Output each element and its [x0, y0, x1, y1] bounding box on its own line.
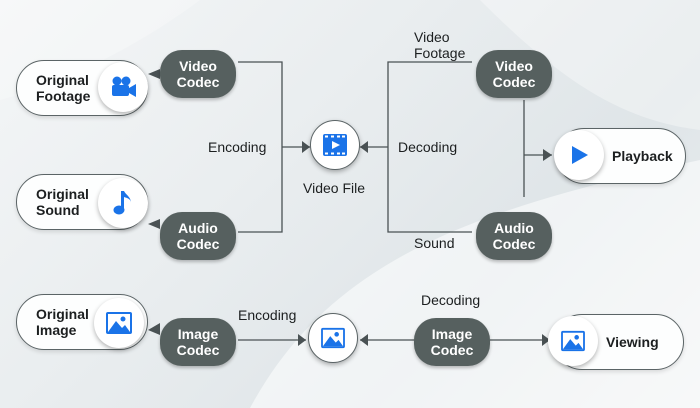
- connector-arrows: [148, 69, 552, 346]
- music-note-icon: [113, 191, 131, 215]
- video-camera-icon: [112, 76, 136, 97]
- encoding-bottom-label: Encoding: [238, 307, 297, 323]
- image-icon-badge: [94, 298, 144, 348]
- decoding-bottom-label: Decoding: [421, 292, 481, 308]
- image-icon: [106, 312, 132, 334]
- image-codec-left: Image Codec: [160, 318, 236, 366]
- image-icon-middle-badge: [308, 313, 358, 363]
- video-footage-label: Video Footage: [414, 29, 466, 61]
- viewing-label: Viewing: [606, 334, 659, 350]
- decoding-top-label: Decoding: [398, 139, 458, 155]
- image-icon-viewing-badge: [548, 316, 598, 366]
- original-sound-label: Original Sound: [36, 186, 89, 218]
- image-icon: [321, 327, 345, 349]
- original-image-label: Original Image: [36, 306, 89, 338]
- audio-codec-left: Audio Codec: [160, 212, 236, 260]
- video-file-icon: [323, 134, 347, 156]
- video-codec-left: Video Codec: [160, 50, 236, 98]
- video-codec-right: Video Codec: [476, 50, 552, 98]
- encoding-top-label: Encoding: [208, 139, 267, 155]
- video-camera-icon-badge: [98, 62, 148, 112]
- video-file-icon-badge: [310, 120, 360, 170]
- audio-codec-right: Audio Codec: [476, 212, 552, 260]
- image-icon: [561, 330, 585, 352]
- sound-label: Sound: [414, 235, 455, 251]
- play-icon-badge: [554, 130, 604, 180]
- music-note-icon-badge: [98, 178, 148, 228]
- original-footage-label: Original Footage: [36, 72, 91, 104]
- image-codec-right: Image Codec: [414, 318, 490, 366]
- play-icon: [572, 146, 588, 164]
- playback-label: Playback: [612, 148, 673, 164]
- video-file-label: Video File: [303, 180, 366, 196]
